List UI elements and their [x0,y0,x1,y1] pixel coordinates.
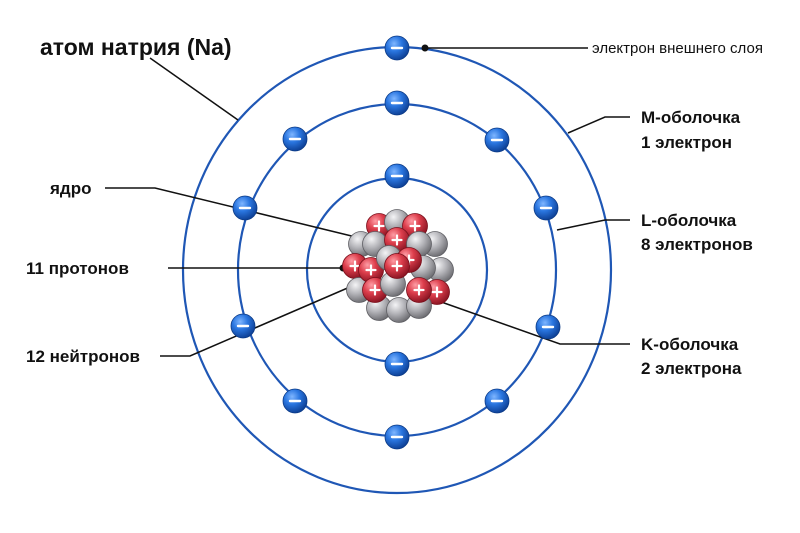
leader-lines [105,44,630,357]
proton [406,277,432,303]
electron-l-shell [535,314,561,340]
electron-l-shell [384,424,410,450]
label-m-shell-count: 1 электрон [641,133,732,152]
label-k-shell-count: 2 электрона [641,359,742,378]
leader-nucleus [105,187,369,241]
label-l-shell-count: 8 электронов [641,235,753,254]
electron-l-shell [484,388,510,414]
leader-m-shell [567,116,630,134]
proton [384,253,410,279]
electron-l-shell [282,126,308,152]
electron-m-shell [384,35,410,61]
leader-l-shell [556,219,630,231]
electron-l-shell [282,388,308,414]
electron-l-shell [232,195,258,221]
label-m-shell-name: M-оболочка [641,108,741,127]
leader-neutrons [160,273,381,357]
electron-k-shell [384,163,410,189]
electrons [230,35,561,450]
title: атом натрия (Na) [40,34,232,60]
labels: атом натрия (Na) ядро 11 протонов 12 ней… [26,34,763,378]
label-protons: 11 протонов [26,259,129,278]
electron-l-shell [484,127,510,153]
electron-l-shell [384,90,410,116]
label-nucleus: ядро [49,179,91,198]
leader-outer-electron-dot [421,44,429,52]
electron-l-shell [230,313,256,339]
leader-k-shell [429,297,630,345]
leader-title [149,57,239,121]
label-k-shell-name: K-оболочка [641,335,739,354]
label-neutrons: 12 нейтронов [26,347,140,366]
electron-l-shell [533,195,559,221]
electron-k-shell [384,351,410,377]
label-outer-electron: электрон внешнего слоя [592,40,763,57]
nucleus [342,209,454,323]
label-l-shell-name: L-оболочка [641,211,737,230]
